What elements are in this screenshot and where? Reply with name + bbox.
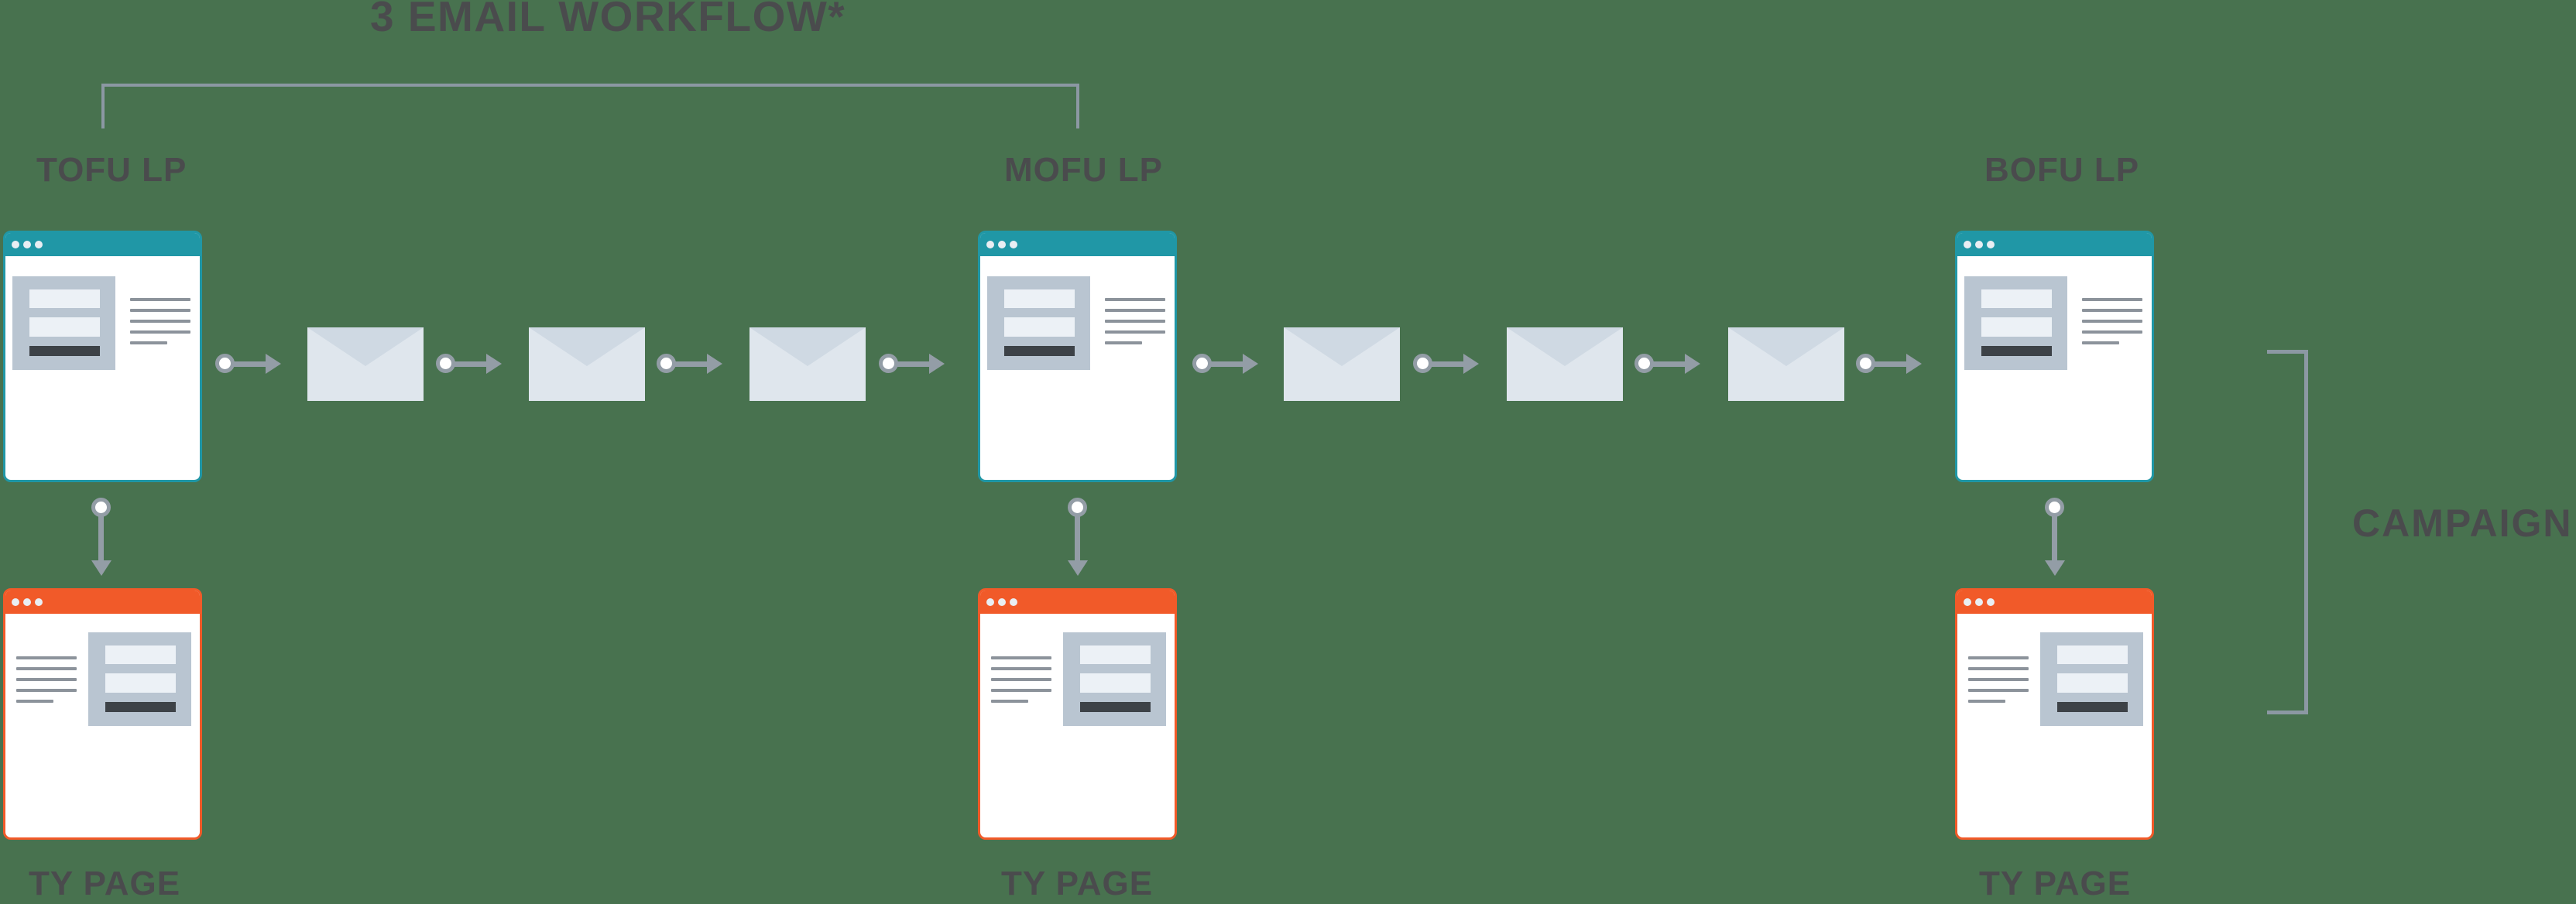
envelope-flap xyxy=(1728,327,1844,366)
window-dots-icon xyxy=(1987,241,1995,248)
window-dots-icon xyxy=(1964,598,1971,606)
window-dots-icon xyxy=(1010,241,1017,248)
workflow-bracket-top xyxy=(101,84,1079,87)
form-submit-bar xyxy=(1080,702,1151,712)
window-dots-icon xyxy=(998,241,1006,248)
form-submit-bar xyxy=(1004,346,1075,356)
form-field xyxy=(2057,673,2128,693)
form-field xyxy=(105,645,176,664)
window-titlebar xyxy=(1957,233,2152,256)
text-lines xyxy=(1968,656,2030,711)
arrow-right-icon xyxy=(1856,354,1931,374)
arrow-right-icon xyxy=(436,354,511,374)
form-panel xyxy=(1063,632,1166,726)
envelope-flap xyxy=(307,327,424,366)
workflow-bracket-left-tick xyxy=(101,84,105,128)
window-dots-icon xyxy=(1010,598,1017,606)
form-panel xyxy=(987,276,1090,370)
envelope-icon xyxy=(529,327,645,401)
form-field xyxy=(1004,289,1075,308)
envelope-icon xyxy=(307,327,424,401)
window-titlebar xyxy=(5,591,200,614)
envelope-icon xyxy=(1284,327,1400,401)
browser-window-mofu-ty xyxy=(978,588,1177,840)
window-titlebar xyxy=(1957,591,2152,614)
text-lines xyxy=(2082,298,2144,352)
arrow-right-icon xyxy=(1634,354,1710,374)
workflow-bracket-right-tick xyxy=(1076,84,1079,128)
window-dots-icon xyxy=(1987,598,1995,606)
text-lines xyxy=(16,656,78,711)
window-dots-icon xyxy=(12,241,19,248)
window-dots-icon xyxy=(35,598,43,606)
form-field xyxy=(1981,317,2052,337)
browser-window-tofu-ty xyxy=(3,588,202,840)
envelope-flap xyxy=(1507,327,1623,366)
browser-window-bofu-ty xyxy=(1955,588,2154,840)
envelope-icon xyxy=(749,327,866,401)
form-submit-bar xyxy=(29,346,100,356)
form-submit-bar xyxy=(2057,702,2128,712)
browser-window-tofu-lp xyxy=(3,231,202,482)
window-dots-icon xyxy=(1975,598,1983,606)
arrow-down-icon xyxy=(1068,498,1088,576)
envelope-flap xyxy=(529,327,645,366)
window-dots-icon xyxy=(1975,241,1983,248)
window-dots-icon xyxy=(986,241,994,248)
diagram-title: 3 EMAIL WORKFLOW* xyxy=(370,0,846,40)
arrow-right-icon xyxy=(1192,354,1267,374)
window-titlebar xyxy=(980,233,1175,256)
window-dots-icon xyxy=(1964,241,1971,248)
window-titlebar xyxy=(5,233,200,256)
label-bofu-lp: BOFU LP xyxy=(1984,151,2140,189)
form-field xyxy=(1981,289,2052,308)
label-tofu-lp: TOFU LP xyxy=(36,151,187,189)
form-field xyxy=(29,317,100,337)
form-field xyxy=(1004,317,1075,337)
campaign-bracket-bottom-tick xyxy=(2267,711,2308,714)
form-field xyxy=(29,289,100,308)
form-field xyxy=(105,673,176,693)
browser-window-bofu-lp xyxy=(1955,231,2154,482)
form-field xyxy=(1080,673,1151,693)
arrow-right-icon xyxy=(879,354,954,374)
campaign-bracket xyxy=(2304,350,2308,714)
window-dots-icon xyxy=(23,598,31,606)
form-submit-bar xyxy=(1981,346,2052,356)
label-tofu-ty: TY PAGE xyxy=(29,865,181,902)
envelope-flap xyxy=(1284,327,1400,366)
form-panel xyxy=(1964,276,2067,370)
label-mofu-ty: TY PAGE xyxy=(1001,865,1154,902)
window-dots-icon xyxy=(35,241,43,248)
window-titlebar xyxy=(980,591,1175,614)
form-submit-bar xyxy=(105,702,176,712)
envelope-icon xyxy=(1507,327,1623,401)
window-dots-icon xyxy=(23,241,31,248)
arrow-right-icon xyxy=(1413,354,1488,374)
campaign-bracket-top-tick xyxy=(2267,350,2308,354)
browser-window-mofu-lp xyxy=(978,231,1177,482)
form-panel xyxy=(88,632,191,726)
form-field xyxy=(1080,645,1151,664)
form-panel xyxy=(12,276,115,370)
envelope-icon xyxy=(1728,327,1844,401)
label-mofu-lp: MOFU LP xyxy=(1004,151,1163,189)
window-dots-icon xyxy=(998,598,1006,606)
text-lines xyxy=(991,656,1053,711)
envelope-flap xyxy=(749,327,866,366)
form-field xyxy=(2057,645,2128,664)
label-campaign: CAMPAIGN xyxy=(2352,502,2573,545)
window-dots-icon xyxy=(12,598,19,606)
label-bofu-ty: TY PAGE xyxy=(1979,865,2132,902)
form-panel xyxy=(2040,632,2143,726)
text-lines xyxy=(1105,298,1167,352)
arrow-right-icon xyxy=(657,354,732,374)
text-lines xyxy=(130,298,192,352)
window-dots-icon xyxy=(986,598,994,606)
arrow-right-icon xyxy=(215,354,290,374)
arrow-down-icon xyxy=(2045,498,2065,576)
arrow-down-icon xyxy=(91,498,111,576)
